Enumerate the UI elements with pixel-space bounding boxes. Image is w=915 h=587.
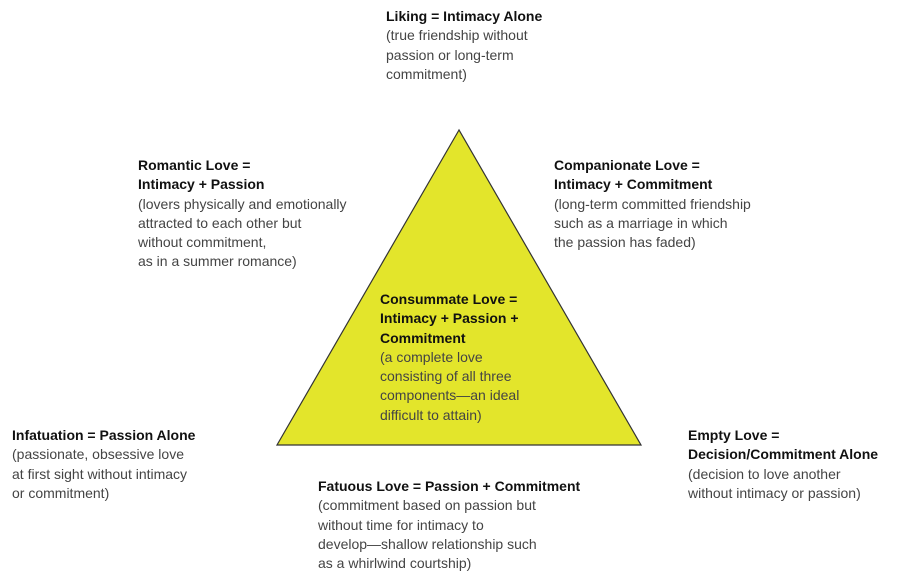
consummate-desc-line: (a complete love <box>380 348 483 365</box>
triangle-shape <box>275 128 643 446</box>
consummate-title-line: Commitment <box>380 329 466 346</box>
consummate-desc-line: difficult to attain) <box>380 406 482 423</box>
consummate-love-block: Consummate Love = Intimacy + Passion + Com… <box>380 290 519 425</box>
empty-title-line: Decision/Commitment Alone <box>688 446 879 463</box>
liking-desc-line: (true friendship without <box>386 27 528 44</box>
consummate-title-line: Consummate Love = <box>380 291 518 307</box>
romantic-title-line: Romantic Love = <box>138 157 251 173</box>
liking-title-line: Liking = Intimacy Alone <box>386 8 543 24</box>
fatuous-love-block: Fatuous Love = Passion + Commitment (comm… <box>318 477 580 573</box>
fatuous-desc-line: without time for intimacy to <box>318 516 484 533</box>
empty-title-line: Empty Love = <box>688 427 780 443</box>
companionate-desc-line: such as a marriage in which <box>554 214 728 231</box>
infatuation-title-line: Infatuation = Passion Alone <box>12 427 196 443</box>
romantic-title-line: Intimacy + Passion <box>138 176 265 193</box>
liking-desc-line: commitment) <box>386 65 467 82</box>
consummate-desc-line: consisting of all three <box>380 368 512 385</box>
romantic-desc-line: without commitment, <box>138 234 267 251</box>
empty-desc-line: without intimacy or passion) <box>688 484 861 501</box>
companionate-desc-line: the passion has faded) <box>554 234 696 251</box>
companionate-title-line: Intimacy + Commitment <box>554 176 713 193</box>
romantic-desc-line: as in a summer romance) <box>138 253 297 270</box>
infatuation-block: Infatuation = Passion Alone (passionate, … <box>12 426 195 503</box>
romantic-desc-line: attracted to each other but <box>138 214 302 231</box>
companionate-title-line: Companionate Love = <box>554 157 700 173</box>
fatuous-title-line: Fatuous Love = Passion + Commitment <box>318 478 581 494</box>
infatuation-desc-line: (passionate, obsessive love <box>12 446 184 463</box>
companionate-desc-line: (long-term committed friendship <box>554 195 751 212</box>
infatuation-desc-line: at first sight without intimacy <box>12 465 188 482</box>
consummate-title-line: Intimacy + Passion + <box>380 310 519 327</box>
liking-block: Liking = Intimacy Alone (true friendship … <box>386 7 542 84</box>
fatuous-desc-line: as a whirlwind courtship) <box>318 555 472 572</box>
companionate-love-block: Companionate Love = Intimacy + Commitment… <box>554 156 751 252</box>
empty-love-block: Empty Love = Decision/Commitment Alone (de… <box>688 426 878 503</box>
fatuous-desc-line: (commitment based on passion but <box>318 497 536 514</box>
romantic-love-block: Romantic Love = Intimacy + Passion (lovers… <box>138 156 347 272</box>
empty-desc-line: (decision to love another <box>688 465 841 482</box>
infatuation-desc-line: or commitment) <box>12 484 110 501</box>
consummate-desc-line: components—an ideal <box>380 387 520 404</box>
fatuous-desc-line: develop—shallow relationship such <box>318 535 537 552</box>
liking-desc-line: passion or long-term <box>386 46 514 63</box>
romantic-desc-line: (lovers physically and emotionally <box>138 195 347 212</box>
